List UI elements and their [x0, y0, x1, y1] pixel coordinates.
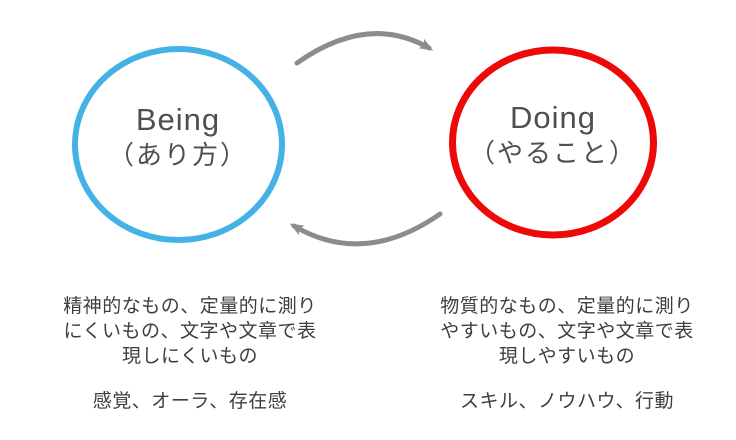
being-subtitle: （あり方） [107, 140, 248, 170]
being-examples: 感覚、オーラ、存在感 [92, 391, 288, 412]
being-title: Being [135, 102, 221, 137]
being-circle [72, 46, 285, 243]
being-description: 精神的なもの、定量的に測り にくいもの、文字や文章で表 現しにくいもの 感覚、オ… [40, 294, 340, 414]
doing-examples: スキル、ノウハウ、行動 [460, 391, 674, 412]
top-arrow-left-to-right [294, 31, 434, 66]
doing-description-line-3: 現しやすいもの [498, 346, 636, 367]
being-description-line-3: 現しにくいもの [121, 346, 259, 367]
doing-description-line-2: やすいもの、文字や文章で表 [440, 321, 694, 342]
doing-description: 物質的なもの、定量的に測り やすいもの、文字や文章で表 現しやすいもの スキル、… [417, 294, 717, 414]
being-description-line-1: 精神的なもの、定量的に測り [63, 296, 317, 317]
bottom-arrow-right-to-left [289, 211, 443, 247]
being-description-line-2: にくいもの、文字や文章で表 [63, 321, 317, 342]
doing-circle [449, 46, 657, 239]
doing-description-line-1: 物質的なもの、定量的に測り [440, 296, 694, 317]
being-label: Being （あり方） [38, 101, 318, 173]
doing-subtitle: （やること） [468, 138, 637, 168]
doing-label: Doing （やること） [413, 99, 693, 171]
doing-title: Doing [510, 100, 596, 135]
